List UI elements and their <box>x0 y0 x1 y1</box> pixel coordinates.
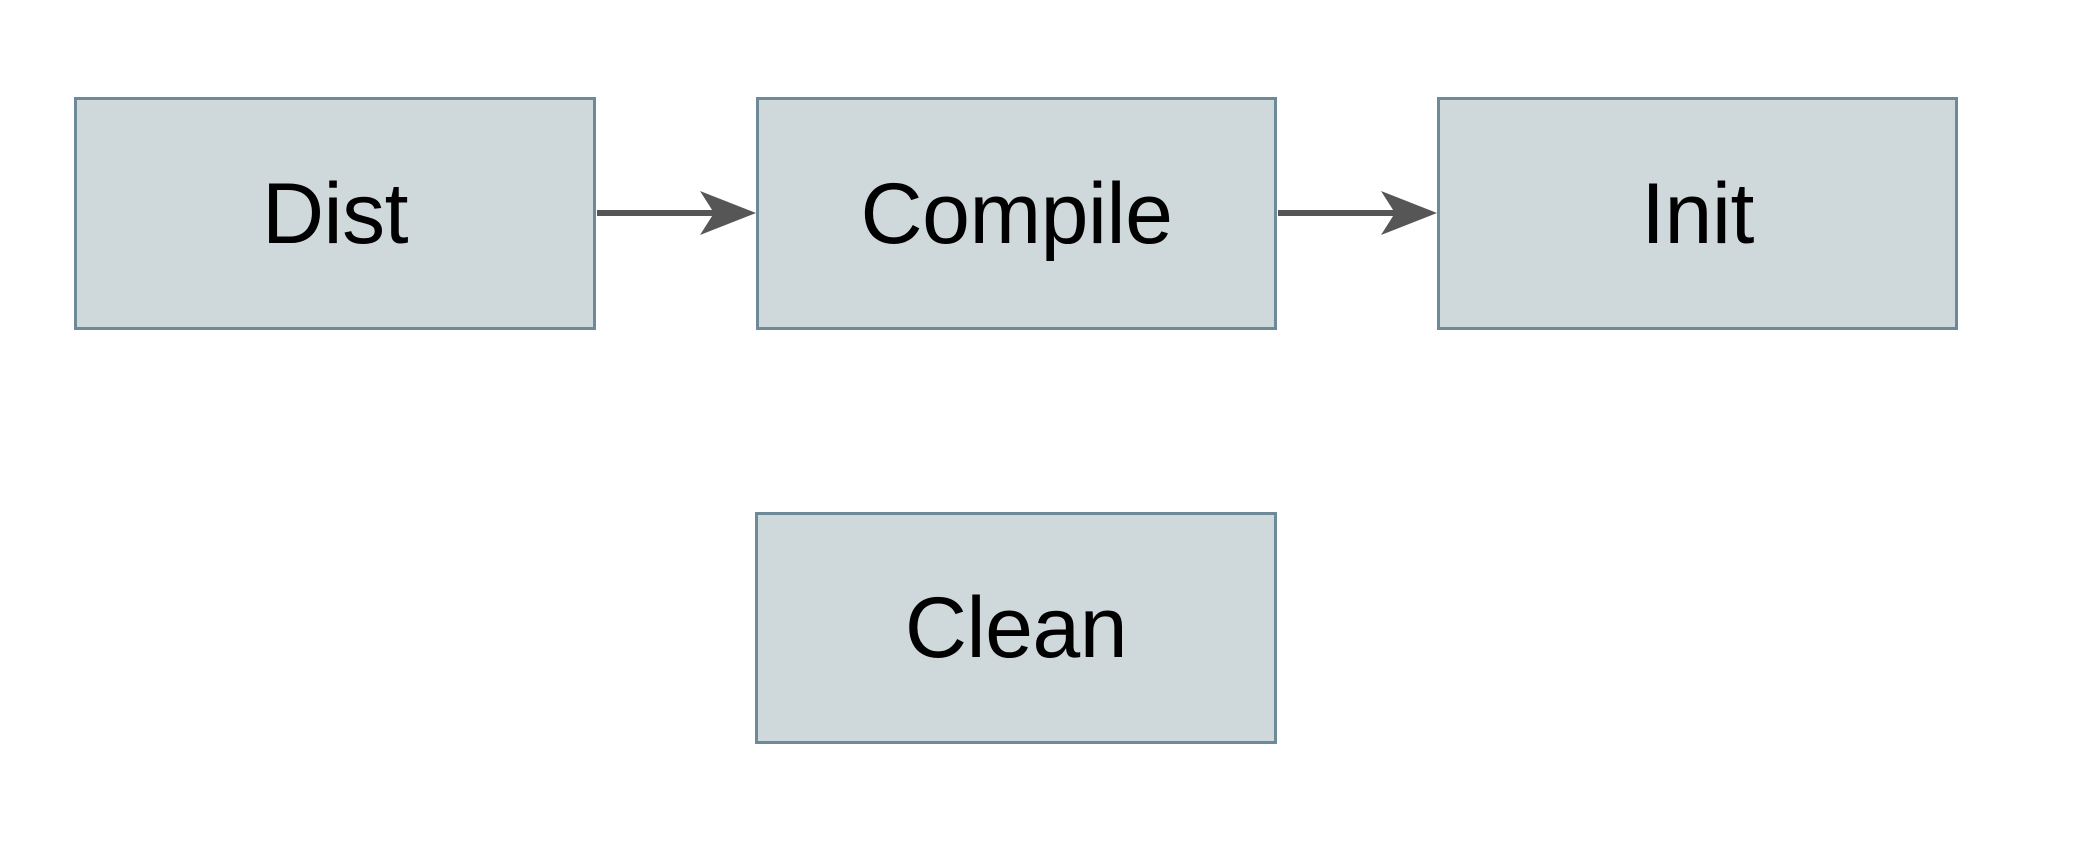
node-init-label: Init <box>1641 165 1754 262</box>
node-dist[interactable]: Dist <box>74 97 596 330</box>
node-clean[interactable]: Clean <box>755 512 1277 744</box>
node-dist-label: Dist <box>261 165 409 262</box>
edge-arrowhead-icon <box>700 191 756 235</box>
node-compile[interactable]: Compile <box>756 97 1277 330</box>
edge-dist-to-compile[interactable] <box>597 191 756 235</box>
node-compile-label: Compile <box>860 165 1173 262</box>
edge-arrowhead-icon <box>1381 191 1437 235</box>
node-init[interactable]: Init <box>1437 97 1958 330</box>
node-clean-label: Clean <box>904 580 1128 676</box>
edge-compile-to-init[interactable] <box>1278 191 1437 235</box>
